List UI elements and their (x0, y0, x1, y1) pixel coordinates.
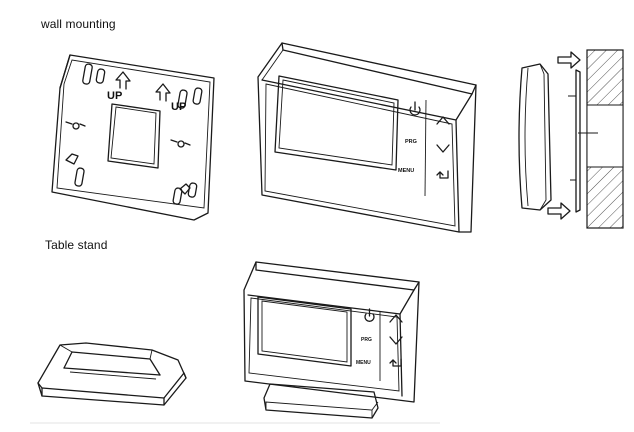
arrow-right-icon (557, 51, 581, 69)
thermostat-wall: PRG MENU (257, 42, 477, 233)
arrow-up-icon (115, 71, 131, 90)
power-icon (409, 101, 421, 116)
return-icon (436, 170, 449, 179)
prg-label: PRG (361, 337, 372, 343)
chevron-down-icon (389, 336, 403, 345)
up-label-right: UP (171, 101, 186, 113)
prg-label: PRG (405, 139, 417, 145)
power-icon (364, 308, 375, 322)
table-stand (37, 342, 187, 406)
up-label-left: UP (107, 90, 122, 102)
chevron-down-icon (436, 144, 450, 153)
return-icon (389, 358, 402, 367)
thermostat-on-stand: PRG MENU (243, 261, 420, 419)
menu-label: MENU (398, 168, 414, 174)
side-view-mounting (518, 49, 624, 229)
arrow-right-icon (547, 202, 571, 220)
wall-plate: UP UP (51, 54, 215, 221)
chevron-up-icon (389, 314, 403, 323)
menu-label: MENU (356, 360, 371, 366)
arrow-up-icon (155, 83, 171, 102)
section-title-wall-mounting: wall mounting (41, 17, 116, 31)
chevron-up-icon (436, 116, 450, 125)
section-title-table-stand: Table stand (45, 238, 108, 252)
